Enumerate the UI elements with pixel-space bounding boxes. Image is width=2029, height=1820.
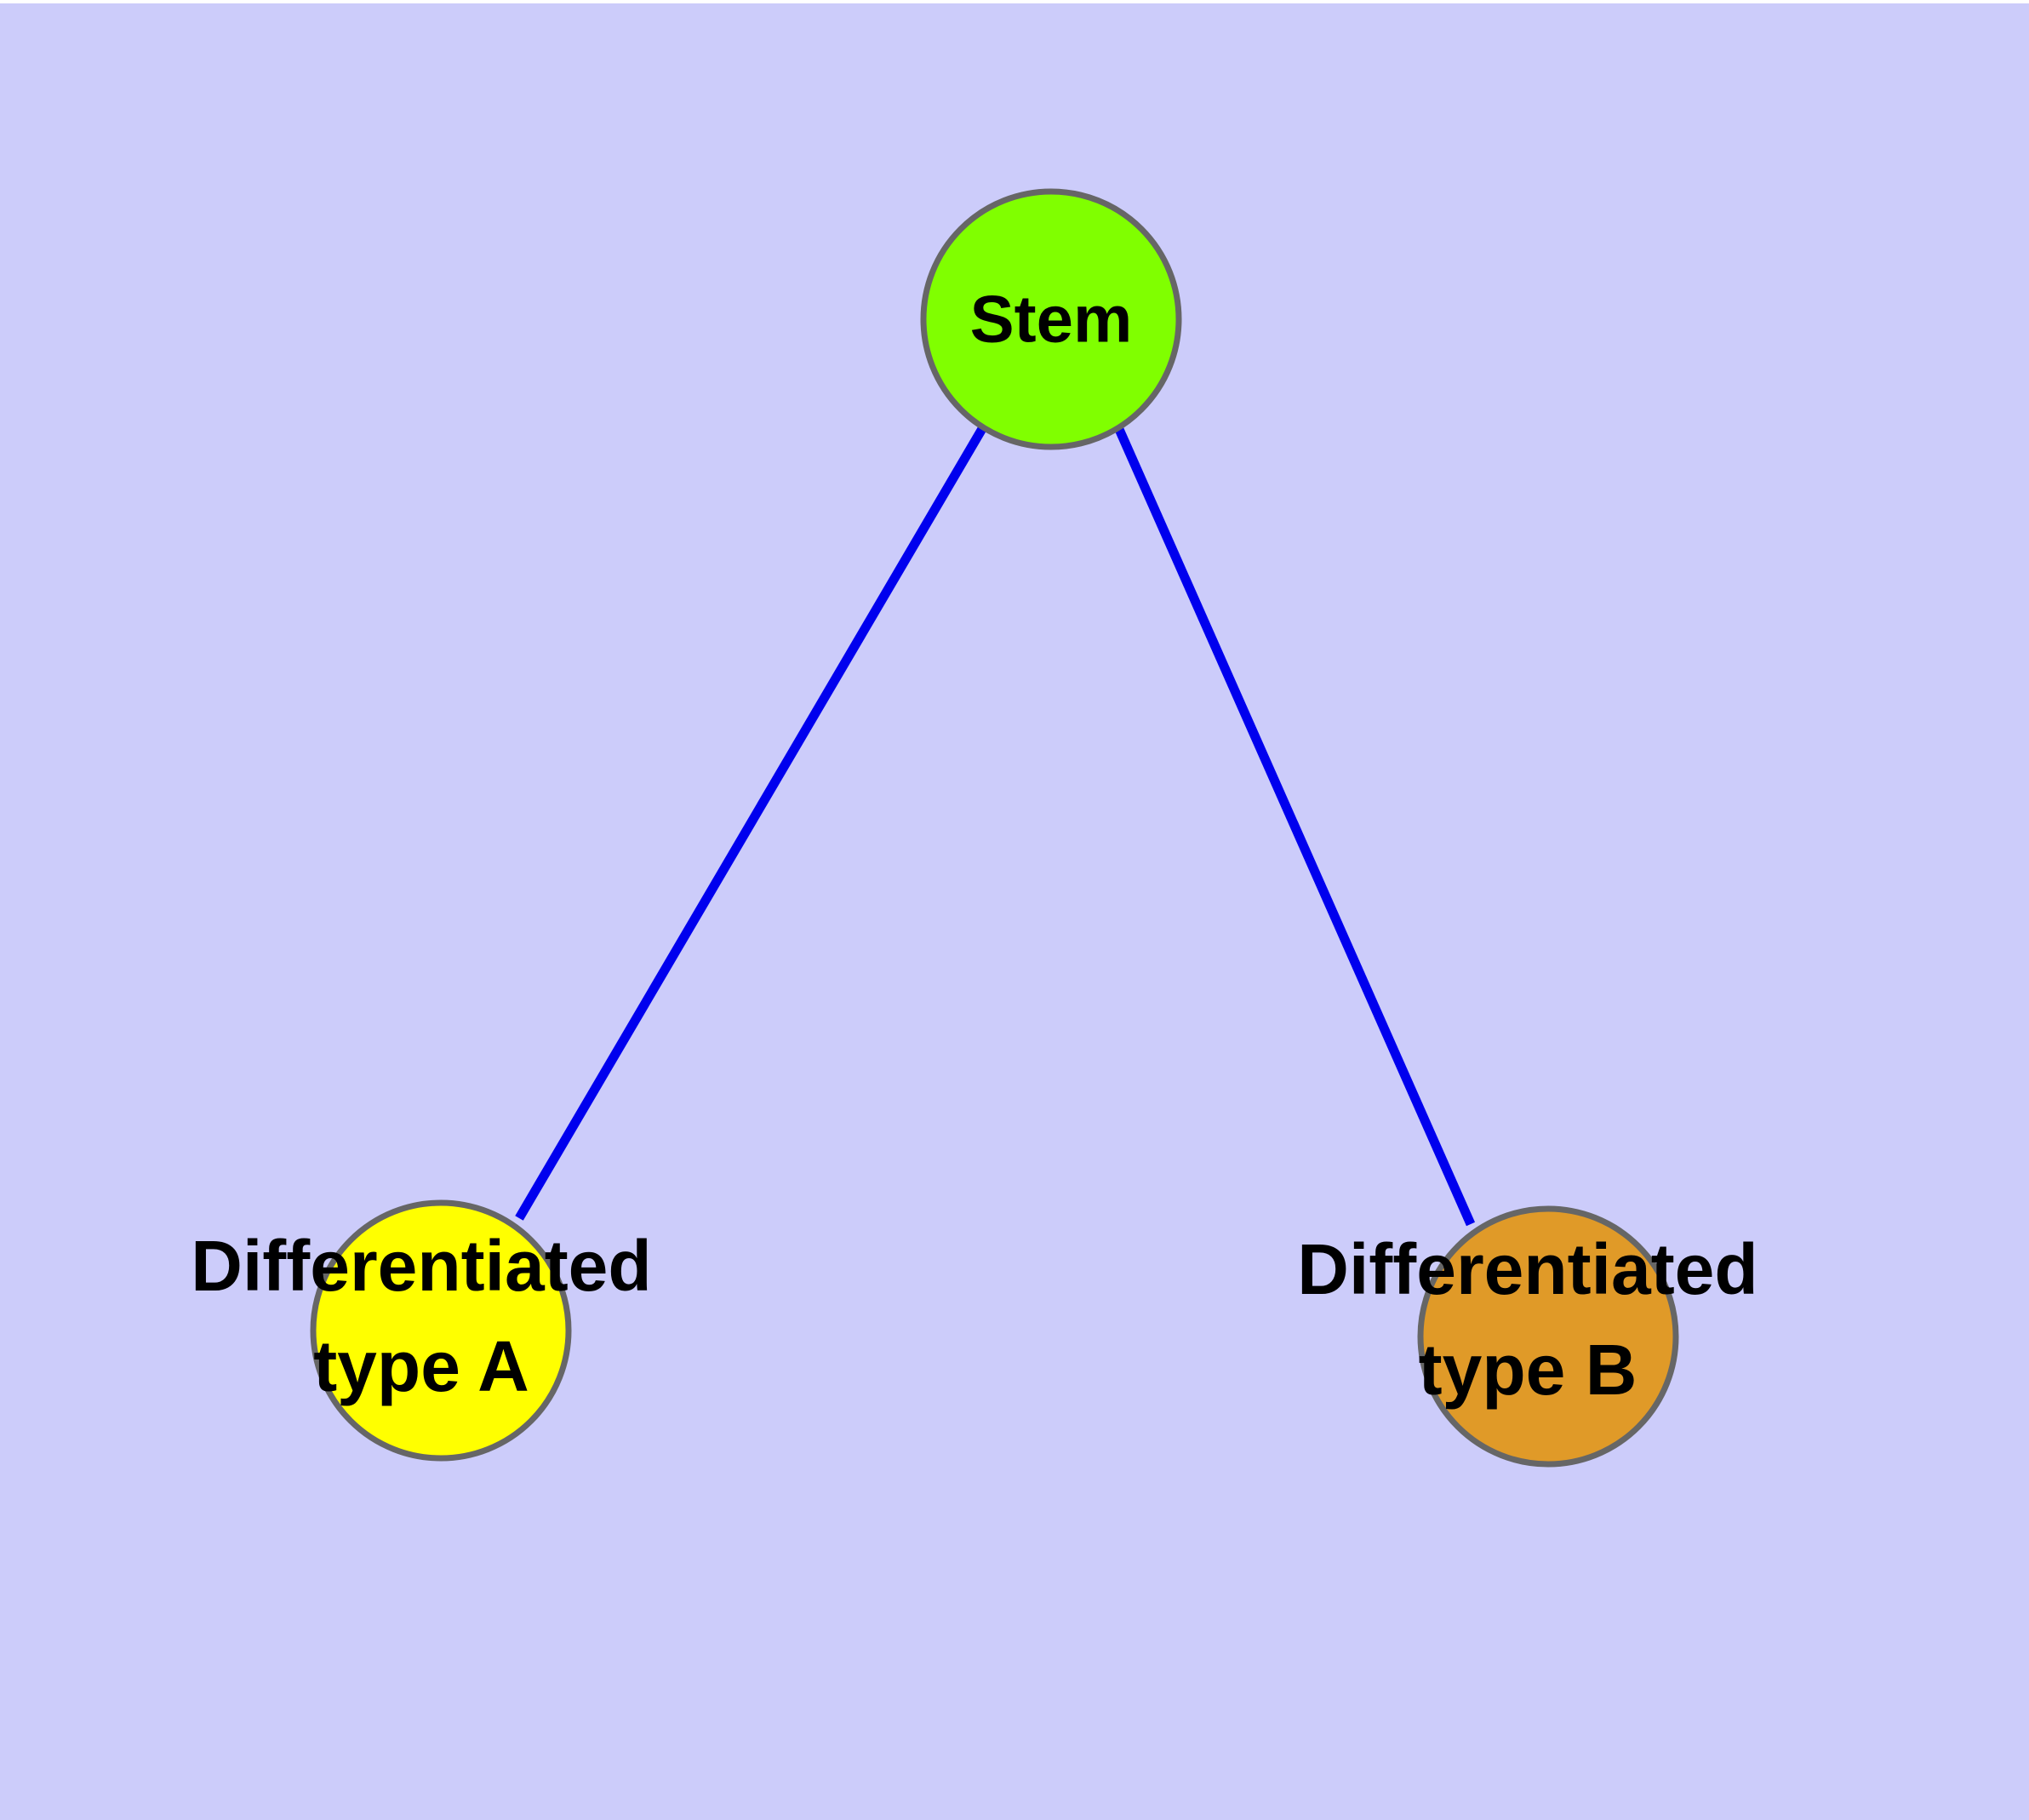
node-differentiated-type-a[interactable] [310, 1199, 572, 1462]
node-label-stem: Stem [970, 282, 1133, 357]
node-label-differentiated-type-b-line1: Differentiated [1297, 1229, 1758, 1309]
node-layer [310, 188, 1679, 1468]
node-differentiated-type-b[interactable] [1417, 1205, 1679, 1468]
node-label-differentiated-type-b-line2: type B [1419, 1330, 1637, 1410]
label-layer: Stem Differentiated type A Differentiate… [191, 282, 1758, 1411]
edge-layer [515, 425, 1476, 1227]
graph-surface: Stem Differentiated type A Differentiate… [0, 3, 2029, 1820]
edge-stem-to-differentiated-type-a[interactable] [515, 425, 987, 1221]
node-stem[interactable] [920, 188, 1182, 450]
node-label-differentiated-type-a-line1: Differentiated [191, 1226, 651, 1306]
edge-stem-to-differentiated-type-b[interactable] [1113, 425, 1476, 1227]
node-label-differentiated-type-a-line2: type A [313, 1326, 529, 1406]
graph-svg: Stem Differentiated type A Differentiate… [191, 188, 1758, 1468]
